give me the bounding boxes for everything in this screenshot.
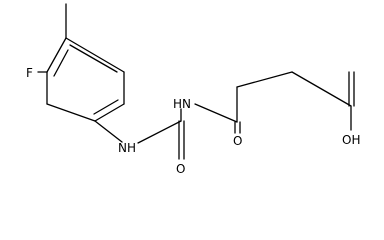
benzene-ring: [46, 37, 125, 122]
bond-chain-2: [236, 71, 293, 88]
ring-double-bond-top: [69, 44, 118, 73]
ring-bond-top-right: [65, 37, 125, 73]
atom-urea-nh-left: NH: [118, 141, 136, 155]
atom-acid-hydroxyl: OH: [342, 133, 360, 147]
ring-double-bond-bottom: [93, 99, 119, 115]
atom-urea-nh-right: HN: [173, 97, 191, 111]
atom-urea-oxygen: O: [176, 162, 185, 176]
ring-bond-top-left: [46, 37, 67, 73]
bond-hn-ketone: [194, 103, 238, 123]
atom-ketone-oxygen: O: [233, 134, 242, 148]
bond-nh-urea-carbon: [137, 120, 182, 144]
ring-double-bond-left: [53, 49, 69, 77]
molecule-drawing: F NH O HN O OH: [26, 3, 360, 176]
atom-fluorine: F: [26, 66, 33, 80]
ring-bond-bottom-left: [46, 103, 96, 122]
structure-canvas: F NH O HN O OH: [26, 3, 360, 176]
bond-ring-nh: [94, 120, 123, 143]
bond-chain-3: [291, 71, 352, 107]
ring-bond-bottom-right: [94, 103, 125, 122]
